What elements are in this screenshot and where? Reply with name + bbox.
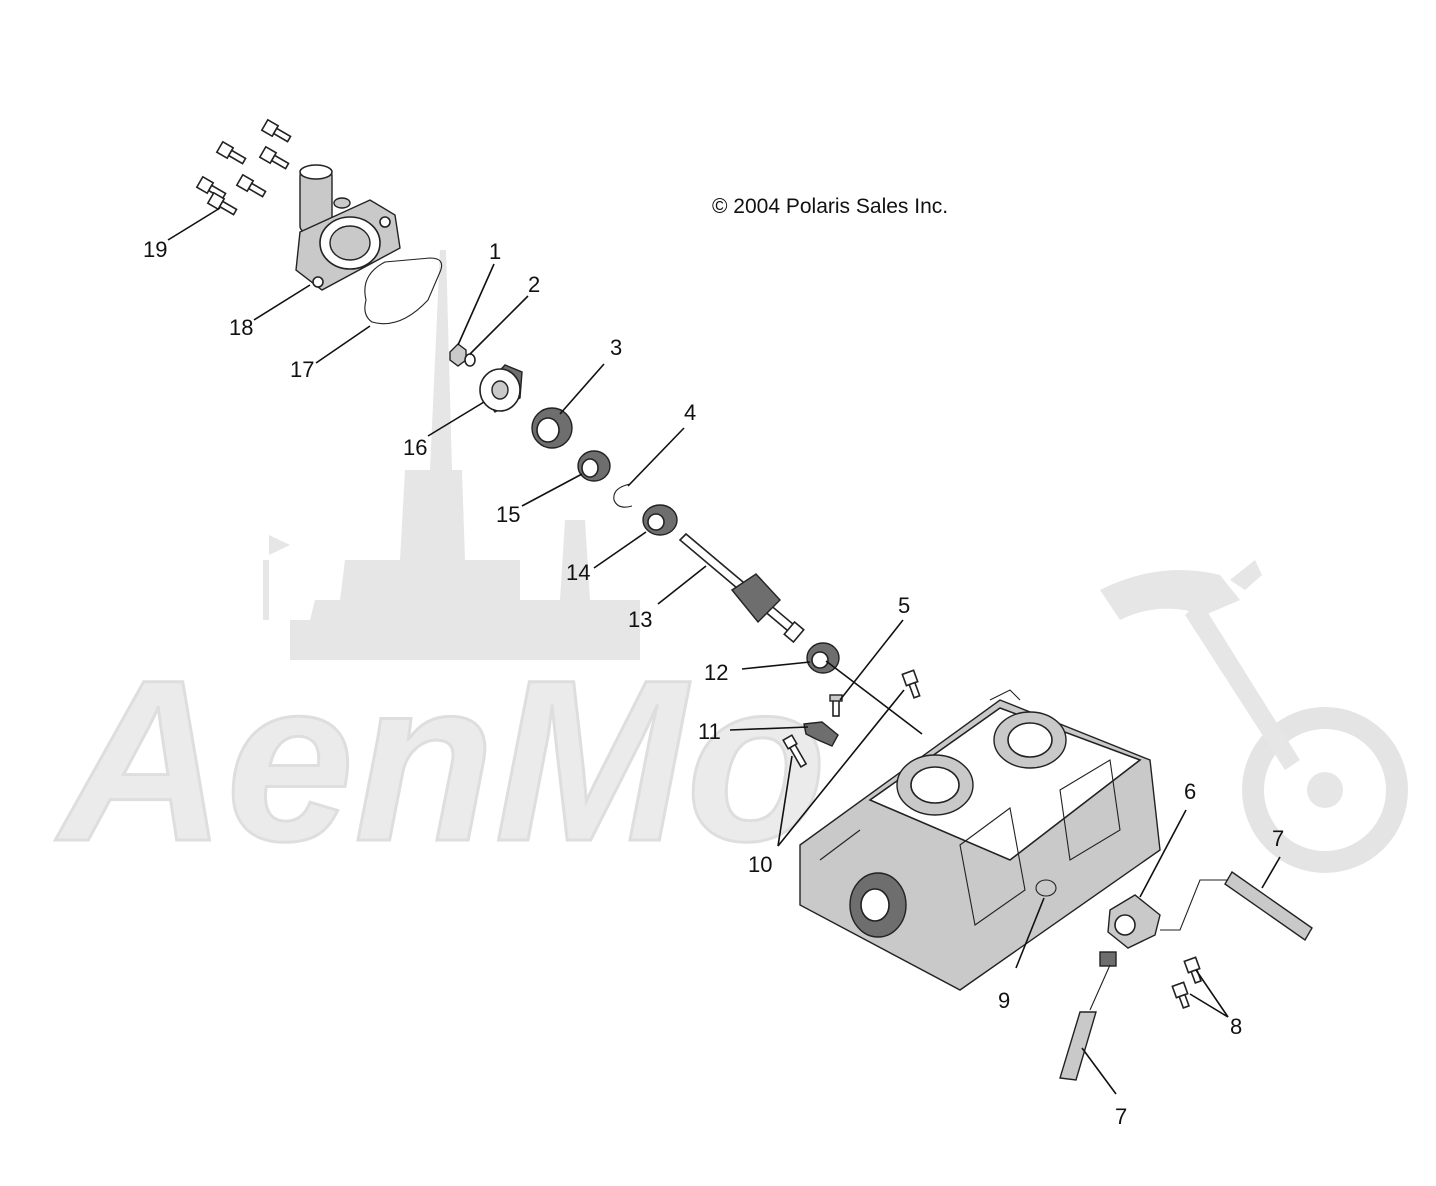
part-crankcase[interactable] — [799, 689, 1161, 991]
part-bearing-lower[interactable] — [642, 504, 678, 536]
callout-7-upper: 7 — [1272, 826, 1284, 851]
part-pump-cover[interactable] — [295, 164, 401, 291]
part-bolts[interactable] — [195, 118, 292, 217]
part-hose-lower[interactable] — [1059, 964, 1111, 1081]
callout-8: 8 — [1230, 1014, 1242, 1039]
watermark-skyline — [290, 250, 640, 660]
callout-1: 1 — [489, 239, 501, 264]
callout-11: 11 — [698, 719, 721, 744]
callout-7-lower: 7 — [1115, 1104, 1127, 1129]
part-gasket[interactable] — [364, 257, 443, 325]
part-circlip[interactable] — [613, 483, 633, 508]
callout-17: 17 — [290, 357, 314, 382]
callout-14: 14 — [566, 560, 590, 585]
callout-15: 15 — [496, 502, 520, 527]
callout-10: 10 — [748, 852, 772, 877]
callout-6: 6 — [1184, 779, 1196, 804]
callout-3: 3 — [610, 335, 622, 360]
callout-19: 19 — [143, 237, 167, 262]
part-shaft-seal[interactable] — [806, 642, 840, 674]
part-nut[interactable] — [449, 343, 467, 367]
callout-2: 2 — [528, 272, 540, 297]
part-pump-bolts[interactable] — [1171, 956, 1203, 1009]
copyright-text: © 2004 Polaris Sales Inc. — [712, 195, 948, 218]
watermark-flagpole — [263, 560, 269, 620]
callout-16: 16 — [403, 435, 427, 460]
part-hose-upper[interactable] — [1160, 870, 1313, 942]
callout-numbers: 19 18 17 1 2 16 3 4 15 14 13 12 5 11 10 … — [143, 237, 1284, 1129]
part-oil-pump[interactable] — [1099, 894, 1161, 967]
part-bracket[interactable] — [803, 721, 839, 747]
part-bearing-upper[interactable] — [577, 450, 611, 482]
part-o-ring[interactable] — [1035, 879, 1057, 897]
callout-4: 4 — [684, 400, 696, 425]
watermark-motorcycle — [1100, 560, 1408, 873]
part-seal[interactable] — [531, 407, 573, 449]
watermark-flag — [269, 535, 290, 555]
watermark: AenMo — [54, 250, 1408, 891]
part-drive-shaft[interactable] — [678, 532, 805, 644]
callout-13: 13 — [628, 607, 652, 632]
callout-18: 18 — [229, 315, 253, 340]
part-crankcase-bolts[interactable] — [782, 669, 922, 768]
part-washer[interactable] — [464, 353, 476, 367]
callout-5: 5 — [898, 593, 910, 618]
callout-12: 12 — [704, 660, 728, 685]
part-small-bolt[interactable] — [829, 694, 843, 717]
part-impeller[interactable] — [479, 364, 523, 413]
leader-lines — [167, 207, 1281, 1095]
watermark-text: AenMo — [55, 632, 827, 889]
callout-9: 9 — [998, 988, 1010, 1013]
